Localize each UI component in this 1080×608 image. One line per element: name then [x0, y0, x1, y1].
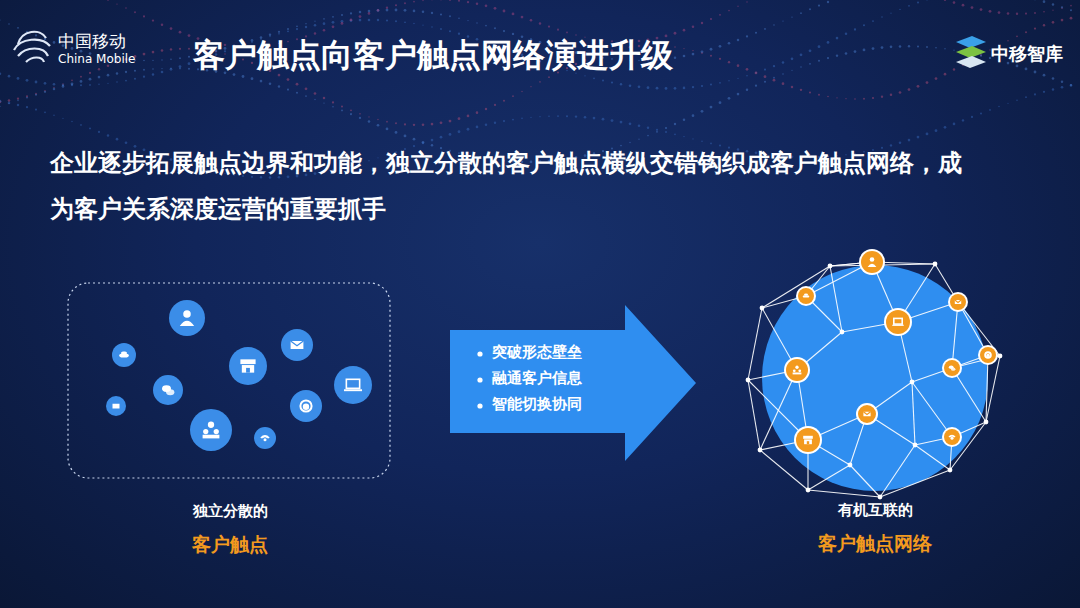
- touchpoint-icon: [858, 405, 876, 423]
- mesh-vertex: [956, 300, 961, 305]
- touchpoint-icon: [861, 251, 883, 273]
- mesh-vertex: [848, 463, 853, 468]
- mesh-vertex: [828, 264, 833, 269]
- bullet-dot: [477, 351, 482, 356]
- touchpoint-icon: [334, 366, 372, 404]
- touchpoint-icon: [106, 396, 126, 416]
- bullet-text: 突破形态壁垒: [492, 343, 582, 362]
- touchpoint-icon: [886, 310, 910, 334]
- arrow-shape: [450, 305, 696, 461]
- touchpoint-icon: [254, 427, 276, 449]
- caption-highlight: 客户触点网络: [818, 531, 932, 557]
- mesh-vertex: [998, 354, 1003, 359]
- touchpoint-network: 有机互联的客户触点网络: [740, 245, 1010, 565]
- brand-name: 中移智库: [991, 42, 1063, 66]
- caption-text: 独立分散的: [193, 502, 268, 521]
- dot-wave: [0, 0, 1072, 90]
- mesh-vertex: [948, 468, 953, 473]
- mesh-vertex: [840, 330, 845, 335]
- summary-text: 企业逐步拓展触点边界和功能，独立分散的客户触点横纵交错钩织成客户触点网络，成 为…: [50, 140, 985, 232]
- icon-ring: [784, 357, 810, 383]
- network-mesh: [748, 262, 1000, 497]
- icon-ring: [884, 308, 912, 336]
- sphere: [762, 265, 988, 491]
- icon-ring: [796, 286, 816, 306]
- touchpoint-icon: [169, 300, 205, 336]
- mesh-vertex: [984, 420, 989, 425]
- touchpoint-icon: [944, 429, 960, 445]
- touchpoint-icon: [798, 288, 814, 304]
- touchpoint-icon: [290, 390, 322, 422]
- mesh-vertex: [913, 443, 918, 448]
- touchpoint-icon: [229, 347, 267, 385]
- icon-ring: [794, 426, 822, 454]
- dot-wave: [0, 17, 1072, 126]
- mesh-vertex: [806, 488, 811, 493]
- icon-ring: [859, 249, 885, 275]
- icon-ring: [978, 345, 998, 365]
- scattered-touchpoints: 独立分散的客户触点: [60, 280, 400, 565]
- touchpoint-icon: [190, 409, 232, 451]
- touchpoint-icon: [980, 347, 996, 363]
- icon-ring: [948, 292, 968, 312]
- brand-name-en: China Mobile: [58, 52, 135, 66]
- touchpoint-icon: [950, 294, 966, 310]
- caption-highlight: 客户触点: [192, 532, 268, 558]
- caption-text: 有机互联的: [838, 501, 913, 520]
- china-mobile-logo: [14, 32, 50, 62]
- mesh-vertex: [933, 262, 938, 267]
- icon-ring: [856, 403, 878, 425]
- bullet-text: 智能切换协同: [492, 395, 582, 414]
- mesh-vertex: [758, 448, 763, 453]
- mesh-vertex: [760, 306, 765, 311]
- mesh-vertex: [878, 495, 883, 500]
- icon-ring: [942, 358, 962, 378]
- node-outline: [60, 280, 400, 565]
- brand-name: 中国移动: [58, 30, 126, 53]
- slide-title: 客户触点向客户触点网络演进升级: [193, 34, 673, 78]
- touchpoint-icon: [944, 360, 960, 376]
- mesh-vertex: [746, 378, 751, 383]
- icon-ring: [942, 427, 962, 447]
- touchpoint-icon: [281, 329, 313, 361]
- transition-arrow: 突破形态壁垒融通客户信息智能切换协同: [450, 305, 696, 461]
- cmri-logo: [956, 36, 986, 68]
- dashed-frame: [68, 283, 390, 478]
- bullet-dot: [477, 377, 482, 382]
- bullet-dot: [477, 403, 482, 408]
- touchpoint-icon: [786, 359, 808, 381]
- touchpoint-icon: [153, 375, 183, 405]
- mesh-vertex: [910, 380, 915, 385]
- bullet-text: 融通客户信息: [492, 369, 582, 388]
- touchpoint-icon: [112, 343, 136, 367]
- touchpoint-icon: [796, 428, 820, 452]
